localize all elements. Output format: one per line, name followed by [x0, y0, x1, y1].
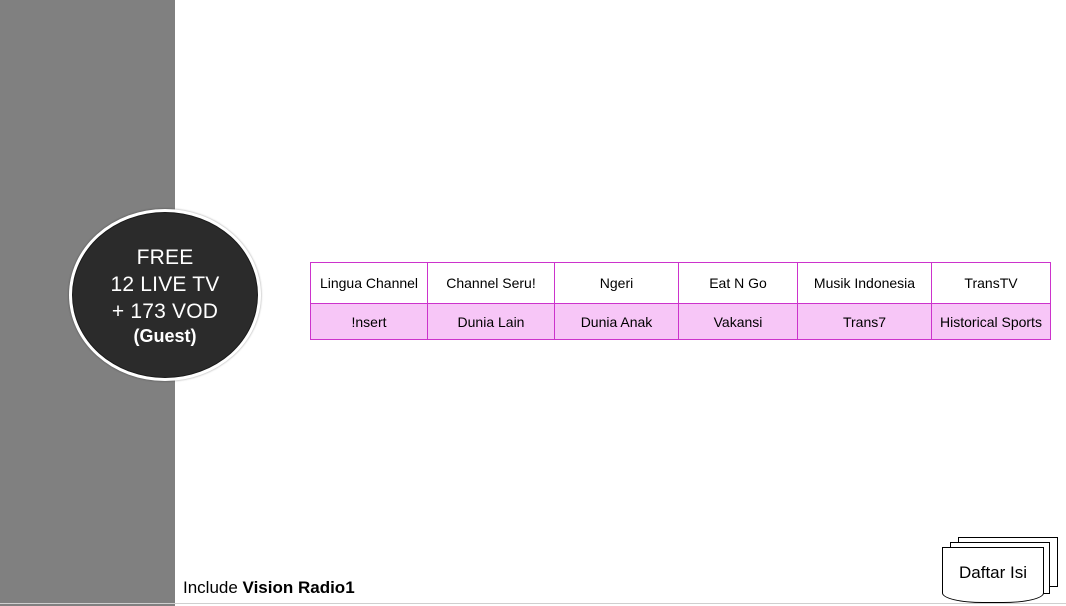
channel-cell: !nsert [310, 303, 428, 340]
badge-line-free: FREE [136, 245, 194, 269]
channel-cell: Trans7 [797, 303, 932, 340]
toc-sheet-front [942, 547, 1044, 603]
channel-cell: Lingua Channel [310, 262, 428, 304]
table-row: Lingua Channel Channel Seru! Ngeri Eat N… [310, 262, 1051, 304]
channel-cell: Eat N Go [678, 262, 798, 304]
footer-prefix: Include [183, 578, 243, 597]
footer-note: Include Vision Radio1 [183, 578, 355, 598]
channel-cell: Historical Sports [931, 303, 1051, 340]
channel-cell: TransTV [931, 262, 1051, 304]
channel-cell: Channel Seru! [427, 262, 555, 304]
free-offer-badge: FREE 12 LIVE TV + 173 VOD (Guest) [72, 212, 258, 378]
channel-cell: Dunia Anak [554, 303, 679, 340]
badge-line-live-tv: 12 LIVE TV [110, 272, 220, 296]
footer-highlight: Vision Radio1 [242, 578, 355, 597]
table-row: !nsert Dunia Lain Dunia Anak Vakansi Tra… [310, 303, 1051, 340]
bottom-divider [0, 603, 1066, 604]
table-of-contents-button[interactable]: Daftar Isi [940, 537, 1062, 605]
channel-cell: Dunia Lain [427, 303, 555, 340]
channel-table: Lingua Channel Channel Seru! Ngeri Eat N… [310, 262, 1051, 340]
channel-cell: Ngeri [554, 262, 679, 304]
channel-cell: Musik Indonesia [797, 262, 932, 304]
badge-line-guest: (Guest) [133, 325, 197, 346]
toc-label: Daftar Isi [958, 563, 1028, 582]
badge-line-vod: + 173 VOD [111, 299, 219, 323]
channel-cell: Vakansi [678, 303, 798, 340]
